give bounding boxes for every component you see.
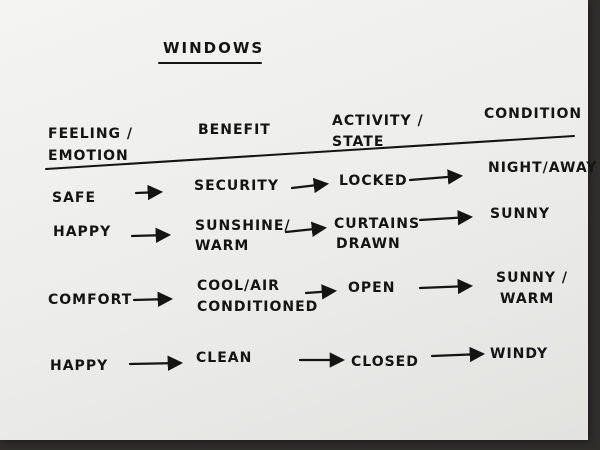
row-1-condition: NIGHT/AWAY: [488, 160, 598, 176]
row-4-arrow-3: [430, 346, 486, 363]
row-4-condition: WINDY: [490, 346, 549, 362]
row-2-arrow-2: [284, 221, 328, 237]
paper-sheet: WINDOWS FEELING / EMOTION BENEFIT ACTIVI…: [0, 0, 596, 440]
row-3-condition-line-2: WARM: [500, 291, 555, 307]
header-activity-line-1: ACTIVITY /: [332, 113, 424, 129]
row-4-benefit: CLEAN: [196, 350, 253, 366]
row-2-benefit-line-2: WARM: [195, 238, 250, 254]
row-2-activity-line-1: CURTAINS: [334, 216, 421, 232]
row-4-activity: CLOSED: [351, 354, 419, 370]
row-4-arrow-1: [128, 355, 184, 371]
row-3-benefit-line-2: CONDITIONED: [197, 299, 319, 315]
header-activity-line-2: STATE: [332, 134, 385, 150]
header-divider-line: [45, 135, 575, 170]
row-3-benefit-line-1: COOL/AIR: [197, 278, 280, 294]
row-3-arrow-3: [418, 278, 474, 295]
row-4-feeling: HAPPY: [50, 358, 109, 374]
row-1-arrow-2: [290, 177, 330, 194]
page-title: WINDOWS: [163, 39, 265, 57]
header-feeling-line-1: FEELING /: [48, 126, 134, 142]
row-1-benefit: SECURITY: [194, 178, 279, 194]
title-underline: [158, 62, 262, 64]
row-2-condition: SUNNY: [490, 206, 551, 222]
row-1-activity: LOCKED: [339, 173, 408, 189]
row-2-benefit-line-1: SUNSHINE/: [195, 218, 291, 234]
row-2-activity-line-2: DRAWN: [336, 236, 401, 252]
row-2-arrow-3: [418, 210, 474, 226]
row-3-activity: OPEN: [348, 280, 396, 296]
row-3-arrow-1: [132, 291, 174, 308]
row-1-arrow-3: [408, 169, 464, 185]
header-condition: CONDITION: [484, 106, 583, 122]
flow-arrows: [128, 169, 486, 371]
row-1-feeling: SAFE: [52, 190, 97, 206]
row-3-condition-line-1: SUNNY /: [496, 270, 569, 286]
row-2-arrow-1: [130, 227, 172, 244]
row-1-arrow-1: [134, 184, 164, 201]
header-benefit: BENEFIT: [198, 122, 271, 138]
header-feeling-line-2: EMOTION: [48, 148, 129, 164]
row-3-arrow-2: [304, 284, 338, 300]
row-3-feeling: COMFORT: [48, 292, 133, 308]
row-2-feeling: HAPPY: [53, 224, 112, 240]
